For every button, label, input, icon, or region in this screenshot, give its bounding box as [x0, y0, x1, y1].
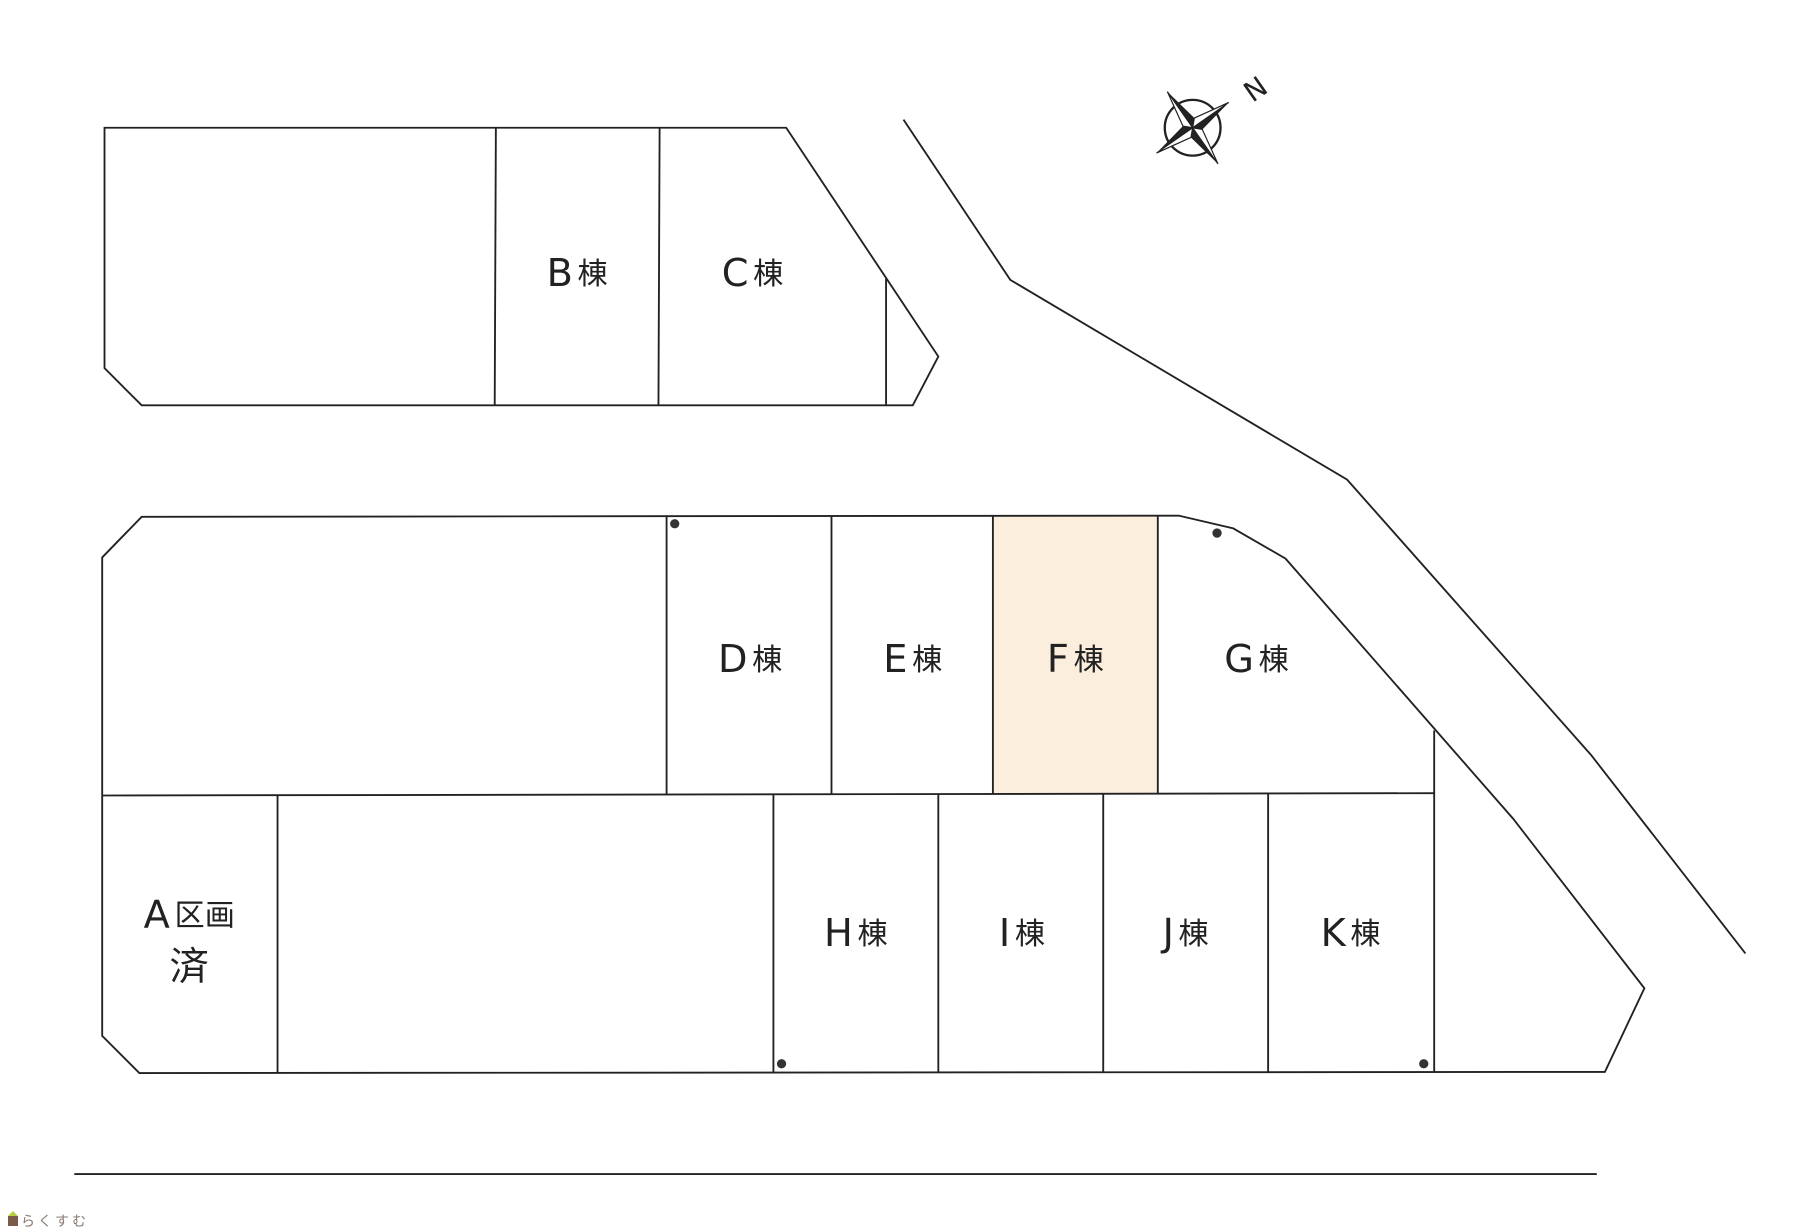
lot-suffix: 棟 [1259, 642, 1289, 677]
lot-suffix: 棟 [1179, 916, 1209, 951]
lot-letter: H [824, 910, 853, 955]
lot-a-status: 済 [170, 944, 209, 990]
boundary-marker [776, 1059, 787, 1069]
boundary-marker [1419, 1059, 1429, 1069]
lot-letter: I [999, 910, 1010, 955]
compass-icon: N [1156, 70, 1274, 165]
boundary-marker [670, 519, 680, 529]
lot-letter: G [1224, 636, 1254, 681]
lot-suffix: 棟 [578, 257, 608, 292]
lot-suffix: 棟 [1074, 642, 1104, 677]
lot-letter: B [547, 251, 573, 296]
lot-suffix: 棟 [1015, 916, 1045, 951]
boundary-markers [670, 519, 1429, 1069]
lot-f-highlight[interactable] [992, 515, 1158, 794]
lot-suffix: 棟 [1350, 916, 1380, 951]
lot-letter: K [1321, 910, 1347, 955]
logo-text: らくすむ [21, 1214, 89, 1230]
lot-suffix: 棟 [857, 916, 887, 951]
north-block [103, 126, 940, 407]
house-logo-icon [8, 1211, 18, 1226]
lot-letter: D [718, 636, 748, 681]
lot-letter: J [1161, 910, 1174, 955]
lot-letter: C [722, 251, 749, 296]
road-edge [902, 119, 1747, 955]
lot-letter: E [883, 636, 907, 681]
lot-suffix: 棟 [752, 642, 782, 677]
lot-letter: F [1047, 636, 1069, 681]
lot-suffix: 棟 [753, 257, 783, 292]
north-label: N [1238, 70, 1274, 109]
lot-suffix: 棟 [912, 642, 942, 677]
south-block [101, 514, 1646, 1074]
boundary-marker [1212, 528, 1222, 538]
